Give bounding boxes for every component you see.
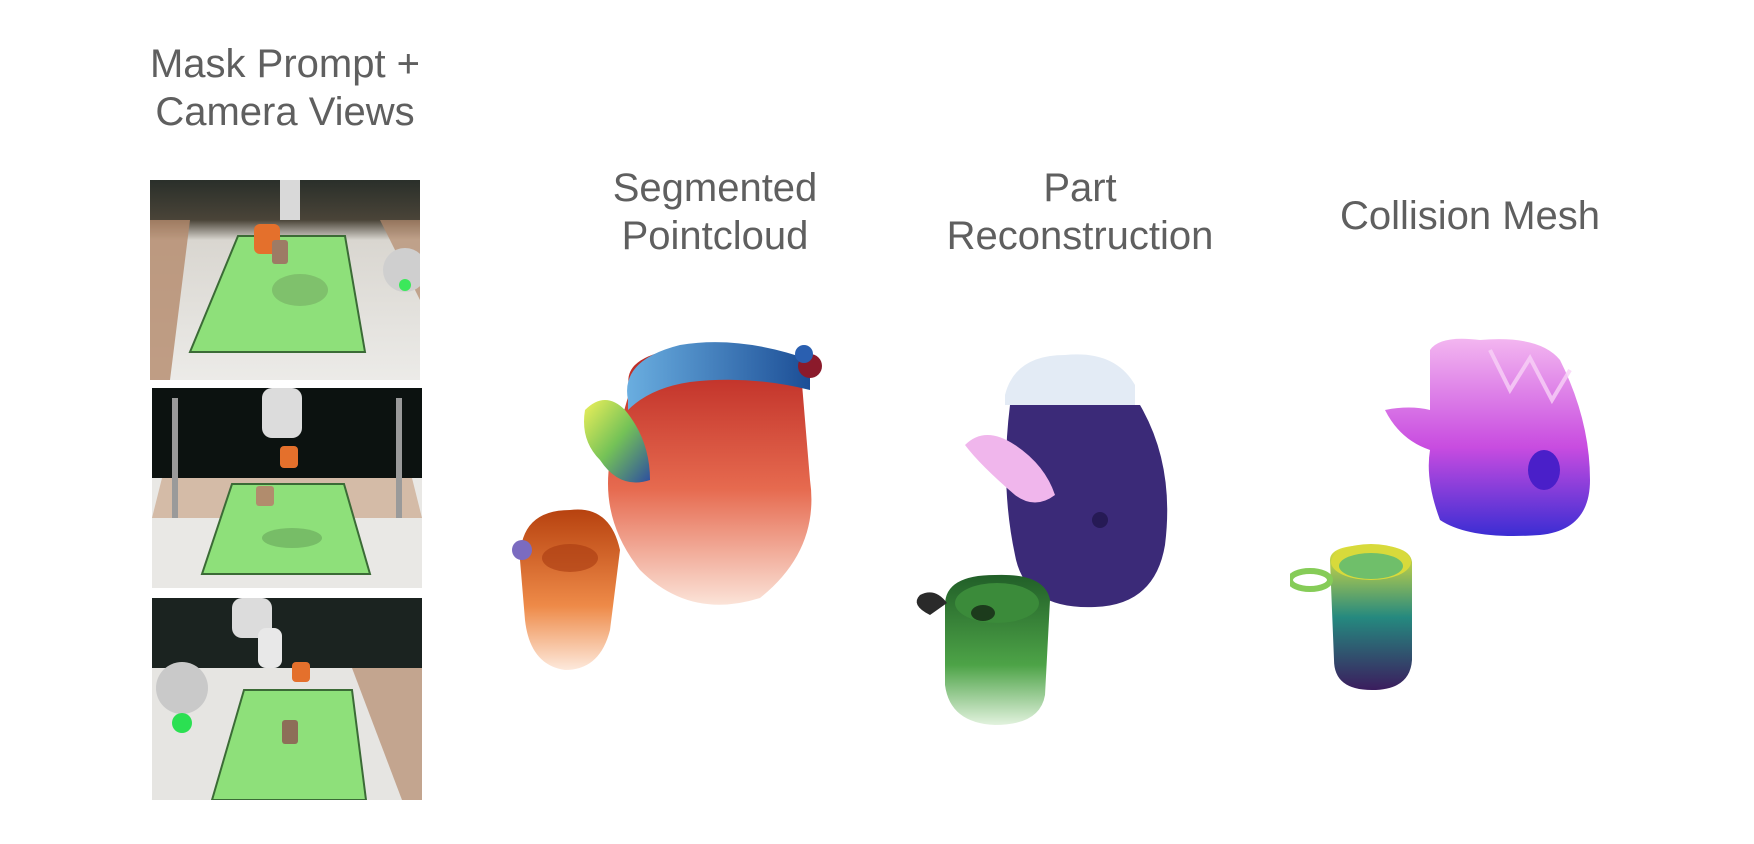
- heading-line: Collision Mesh: [1339, 194, 1601, 238]
- heading-mask-prompt: Mask Prompt + Camera Views: [100, 40, 470, 136]
- heading-line: Reconstruction: [946, 214, 1214, 258]
- camera-view-front: [152, 388, 422, 588]
- heading-collision-mesh: Collision Mesh: [1300, 192, 1640, 240]
- collision-mesh: [1290, 330, 1640, 720]
- heading-line: Mask Prompt +: [149, 42, 421, 86]
- heading-line: Part: [1043, 166, 1117, 210]
- heading-line: Pointcloud: [621, 214, 809, 258]
- heading-part-reconstruction: Part Reconstruction: [910, 164, 1250, 260]
- heading-line: Camera Views: [155, 90, 415, 134]
- segmented-pointcloud: [510, 330, 870, 750]
- camera-view-top: [150, 180, 420, 380]
- heading-segmented-pointcloud: Segmented Pointcloud: [560, 164, 870, 260]
- camera-view-side: [152, 598, 422, 800]
- heading-line: Segmented: [612, 166, 818, 210]
- part-reconstruction: [905, 345, 1235, 745]
